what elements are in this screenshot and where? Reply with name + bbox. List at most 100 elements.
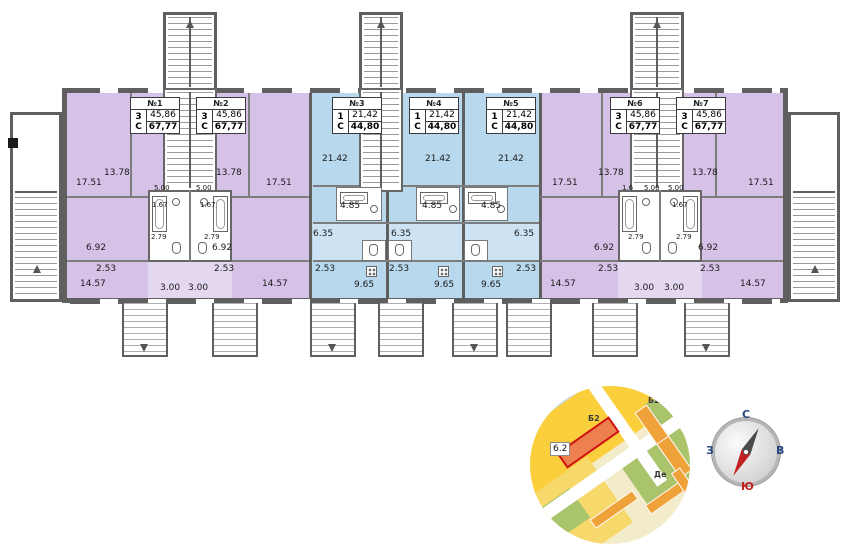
wall-partition [313,260,539,262]
wall-partition [684,196,783,198]
room-dimension-label: 14.57 [550,279,576,289]
room-dimension-label: 17.51 [266,178,292,188]
stair-flight [382,17,398,87]
apartment-series: С [135,121,142,132]
room-dimension-label: 9.65 [434,280,455,290]
apartment-living-area: 21,42 [503,110,535,122]
unit-boundary-wall [462,93,465,298]
corridor-left [148,262,232,298]
porch-stairs [506,303,552,357]
room-dimension-label: 14.57 [262,279,288,289]
stair-divider [656,17,658,87]
stair-arrow-icon [811,265,819,273]
stair-arrow-icon [470,344,478,352]
room-dimension-label: 3.00 [634,283,655,293]
wall-partition [715,93,717,196]
apartment-total-area: 44,80 [504,122,534,132]
stair-arrow-icon [186,20,194,28]
room-dimension-label: 3.00 [160,283,181,293]
unit-boundary-wall [309,93,312,298]
black-shaft-icon [8,138,18,148]
windows-south [70,299,780,304]
room-dimension-label: 1.67 [152,201,168,209]
compass-east-label: В [776,444,785,457]
wall-partition [189,190,191,262]
room-dimension-label: 9.65 [481,280,502,290]
room-dimension-label: 21.42 [425,154,451,164]
bathtub-icon [340,192,368,204]
room-dimension-label: 5.00 [644,184,660,192]
wall-partition [248,93,250,196]
room-dimension-label: 17.51 [552,178,578,188]
apartment-series: С [337,121,344,132]
porch-stairs [378,303,424,357]
room-dimension-label: 6.92 [212,243,233,253]
stair-divider [380,92,382,188]
balcony [793,117,835,193]
room-dimension-label: 2.53 [315,264,336,274]
wall-partition [601,93,603,196]
toilet-icon [471,244,480,256]
sink-icon [370,205,378,213]
apartment-rooms: 3 [615,111,622,122]
toilet-icon [198,242,207,254]
stair-arrow-icon [328,344,336,352]
room-dimension-label: 5.00 [668,184,684,192]
bathtub-icon [622,196,637,232]
wall-partition [540,260,618,262]
map-highlight-label: 6.2 [550,442,571,456]
room-dimension-label: 6.35 [313,229,334,239]
stair-flight [15,197,57,297]
room-dimension-label: 3.00 [664,283,685,293]
sink-icon [670,198,678,206]
wall-partition [313,222,539,224]
sink-icon [497,205,505,213]
stair-arrow-icon [377,20,385,28]
map-label: Б2 [588,414,600,423]
compass-south-label: Ю [741,480,754,493]
toilet-icon [172,242,181,254]
apartment-number: №3 [333,98,381,110]
room-dimension-label: 5.00 [154,184,170,192]
room-dimension-label: 4.85 [422,201,443,211]
room-dimension-label: 17.51 [748,178,774,188]
apartment-number: №7 [677,98,725,110]
apartment-living-area: 45,86 [627,110,659,122]
stair-tower-left [10,112,62,302]
bathtub-icon [683,196,698,232]
room-dimension-label: 13.78 [598,168,624,178]
room-dimension-label: 3.00 [188,283,209,293]
room-dimension-label: 21.42 [322,154,348,164]
apartment-living-area: 45,86 [693,110,725,122]
room-dimension-label: 2.79 [676,233,692,241]
room-dimension-label: 2.53 [700,264,721,274]
stair-arrow-icon [33,265,41,273]
wall-partition [313,185,539,187]
wall-partition [540,196,618,198]
stair-flight [168,17,189,87]
room-dimension-label: 2.53 [96,264,117,274]
corridor-right [618,262,702,298]
stair-flight [793,197,835,297]
room-dimension-label: 6.35 [391,229,412,239]
apartment-total-area: 67,77 [214,122,244,132]
stair-tower-right [788,112,840,302]
apartment-series: С [414,121,421,132]
bathtub-icon [152,196,167,232]
apartment-series: С [491,121,498,132]
